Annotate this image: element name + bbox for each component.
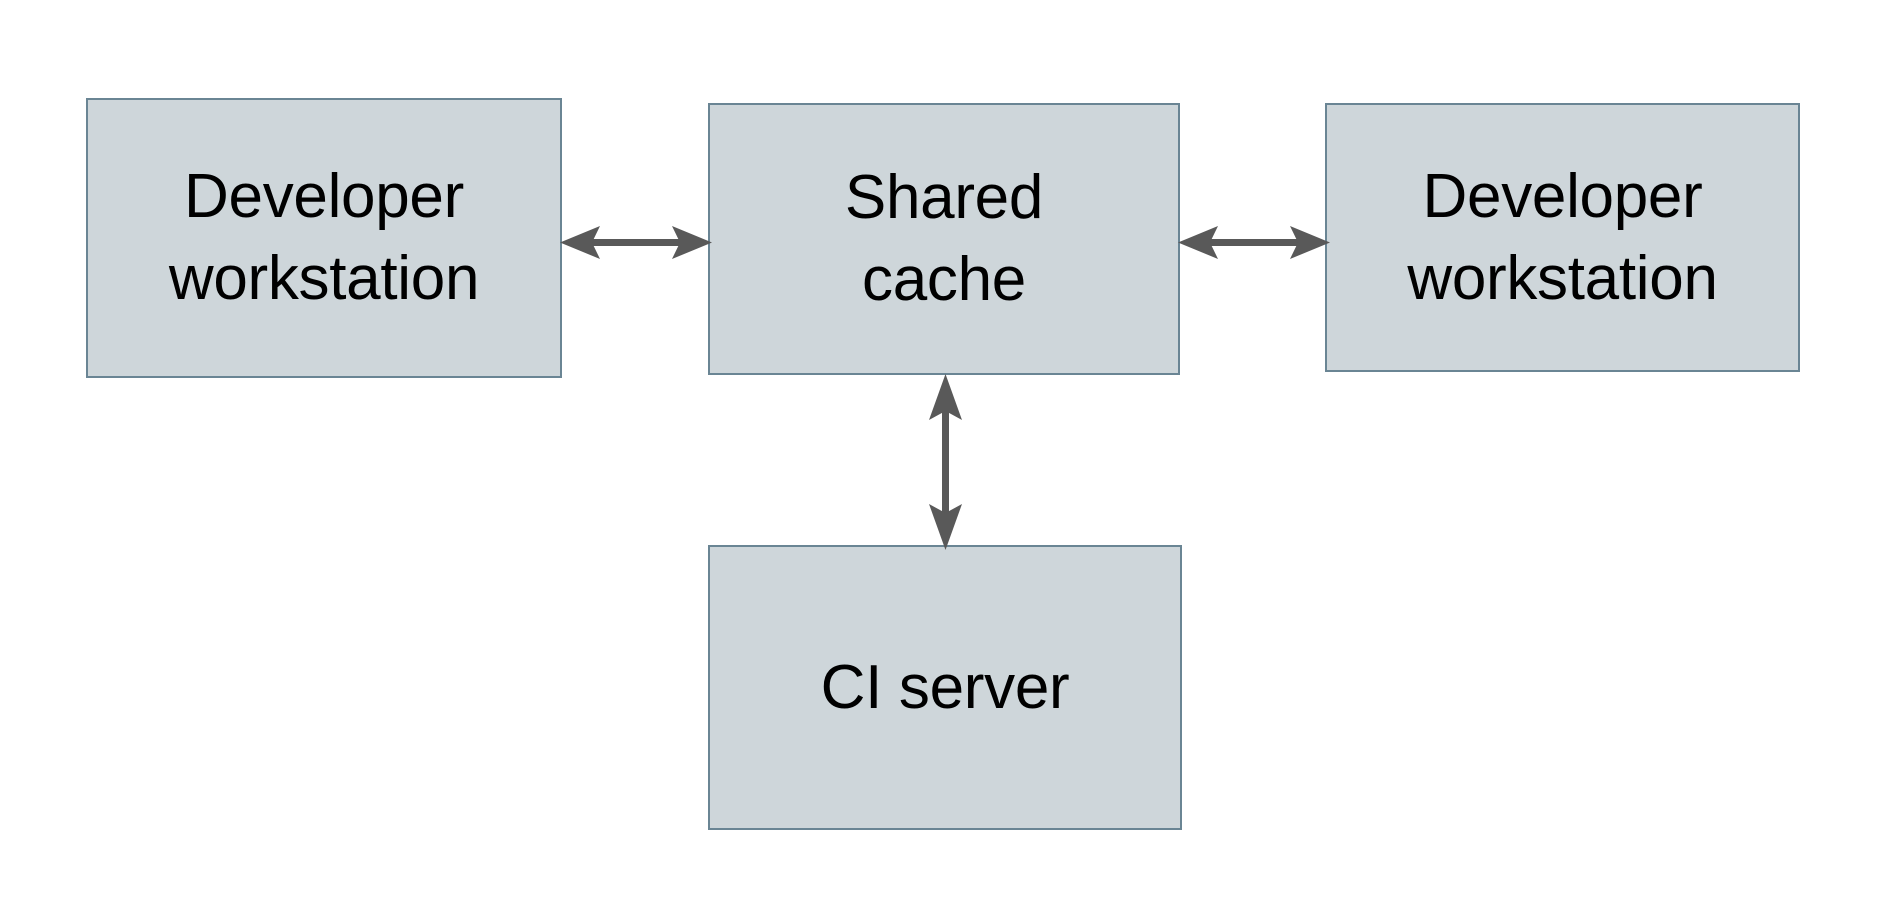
double-headed-arrow-icon [1178, 226, 1330, 259]
node-label: Developer workstation [1407, 161, 1718, 313]
edge-shared-cache-to-dev-right [1176, 212, 1332, 274]
edge-dev-left-to-shared-cache [558, 212, 714, 274]
node-label: Developer workstation [168, 162, 480, 313]
double-headed-arrow-icon [560, 226, 712, 259]
node-label: CI server [820, 652, 1070, 722]
node-shared-cache[interactable]: Shared cache [708, 103, 1180, 375]
double-headed-arrow-icon [929, 374, 962, 550]
node-developer-workstation-left[interactable]: Developer workstation [86, 98, 562, 378]
node-developer-workstation-right[interactable]: Developer workstation [1325, 103, 1800, 372]
node-label: Shared cache [844, 163, 1044, 314]
node-ci-server[interactable]: CI server [708, 545, 1182, 830]
edge-shared-cache-to-ci-server [915, 372, 977, 552]
